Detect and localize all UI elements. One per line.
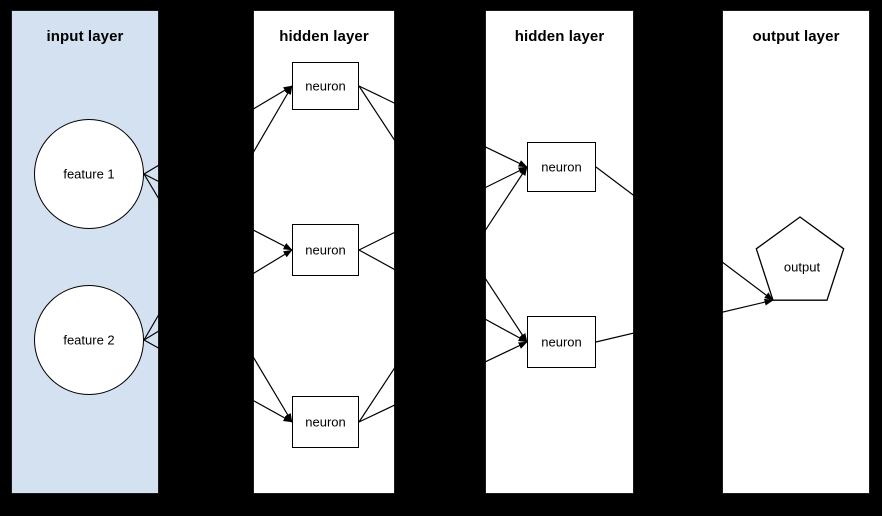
layer-panel-output: output layer [722, 10, 870, 494]
layer-panel-hidden-2: hidden layer [485, 10, 634, 494]
input-node-feature-1[interactable] [34, 119, 144, 229]
hidden-2-neuron-2[interactable] [527, 316, 596, 368]
layer-title-hidden-1: hidden layer [279, 28, 369, 45]
hidden-1-neuron-1[interactable] [292, 62, 359, 110]
hidden-2-neuron-label-1: neuron [541, 159, 582, 175]
hidden-1-neuron-3[interactable] [292, 396, 359, 448]
output-node-label: output [783, 259, 821, 275]
hidden-2-neuron-label-2: neuron [541, 334, 582, 350]
input-node-feature-2[interactable] [34, 285, 144, 395]
hidden-1-neuron-label-1: neuron [305, 78, 346, 94]
layer-title-input: input layer [46, 28, 124, 45]
hidden-1-neuron-label-3: neuron [305, 414, 346, 430]
layer-title-hidden-2: hidden layer [514, 28, 605, 45]
hidden-1-neuron-2[interactable] [292, 224, 359, 276]
hidden-1-neuron-label-2: neuron [305, 242, 346, 258]
input-node-label-feature-1: feature 1 [63, 166, 115, 182]
input-node-label-feature-2: feature 2 [63, 332, 115, 348]
layer-title-output: output layer [752, 28, 840, 45]
layer-panel-input: input layer [11, 10, 159, 494]
hidden-2-neuron-1[interactable] [527, 142, 596, 192]
